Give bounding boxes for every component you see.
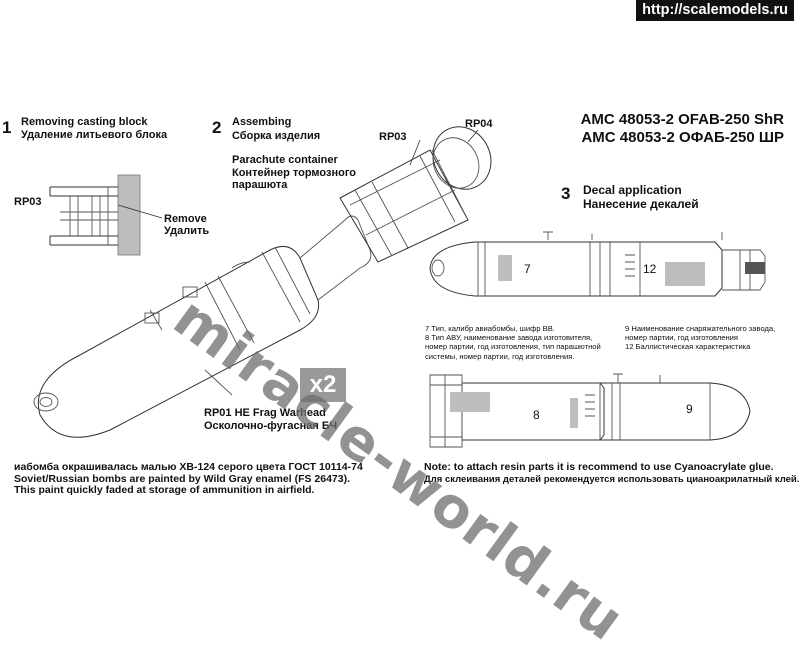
- paint-note-ru: иабомба окрашивалась малью ХВ-124 серого…: [14, 461, 363, 473]
- step-1-number: 1: [2, 118, 12, 137]
- step-3-title-en: Decal application: [583, 183, 682, 197]
- decal-bottom-view: [429, 373, 751, 448]
- decal-8-label: 8: [533, 408, 540, 422]
- legend-line: 7 Тип, калибр авиабомбы, шифр ВВ.: [425, 324, 555, 333]
- legend-line: системы, номер партии, год изготовления.: [425, 351, 575, 361]
- parachute-label-en: Parachute container: [232, 154, 338, 166]
- glue-note-en: Note: to attach resin parts it is recomm…: [424, 461, 774, 473]
- parachute-container-drawing: [339, 126, 492, 263]
- legend-line: номер партии, год изготовления, тип пара…: [425, 342, 601, 352]
- paint-note-en-1: Soviet/Russian bombs are painted by Wild…: [14, 473, 351, 485]
- casting-block-drawing: [49, 174, 163, 256]
- parachute-label-ru-2: парашюта: [232, 179, 288, 191]
- glue-note-ru: Для склеивания деталей рекомендуется исп…: [424, 474, 800, 485]
- decal-7-label: 7: [524, 262, 531, 276]
- legend-line: 9 Наименование снаряжательного завода,: [625, 324, 776, 333]
- legend-line: 8 Тип АВУ, наименование завода изготовит…: [425, 333, 593, 343]
- decal-legend-left: 7 Тип, калибр авиабомбы, шифр ВВ. 8 Тип …: [425, 324, 625, 361]
- step-2-title-en: Assembing: [232, 116, 292, 128]
- paint-note-en-2: This paint quickly faded at storage of a…: [14, 484, 315, 496]
- kit-title-ru: АМС 48053-2 ОФАБ-250 ШР: [581, 129, 784, 146]
- parachute-label-ru-1: Контейнер тормозного: [232, 167, 356, 179]
- remove-label-ru: Удалить: [164, 225, 210, 237]
- step-1-part-label: RP03: [14, 196, 42, 208]
- part-rp04-label: RP04: [465, 118, 493, 130]
- step-2-number: 2: [212, 118, 222, 137]
- quantity-badge: x2: [300, 368, 346, 402]
- decal-9-label: 9: [686, 402, 693, 416]
- instruction-drawings: [33, 126, 766, 448]
- part-rp03-label: RP03: [379, 131, 407, 143]
- bomb-assembly-drawing: [33, 215, 372, 438]
- step-3-number: 3: [561, 184, 571, 203]
- site-url-banner[interactable]: http://scalemodels.ru: [636, 0, 794, 21]
- decal-legend-right: 9 Наименование снаряжательного завода, н…: [625, 324, 795, 352]
- step-1-title-en: Removing casting block: [21, 116, 148, 128]
- step-3-title-ru: Нанесение декалей: [583, 197, 699, 211]
- kit-title-en: AMC 48053-2 OFAB-250 ShR: [580, 111, 784, 128]
- decal-12-label: 12: [643, 262, 657, 276]
- step-2-title-ru: Сборка изделия: [232, 130, 321, 142]
- decal-top-view: [429, 231, 766, 297]
- step-1-title-ru: Удаление литьевого блока: [21, 129, 168, 141]
- legend-line: номер партии, год изготовления: [625, 333, 739, 343]
- remove-label-en: Remove: [164, 213, 207, 225]
- warhead-label-ru: Осколочно-фугасная БЧ: [204, 420, 338, 432]
- warhead-label-en: RP01 HE Frag Warhead: [204, 407, 326, 419]
- legend-line: 12 Баллистическая характеристика: [625, 342, 751, 352]
